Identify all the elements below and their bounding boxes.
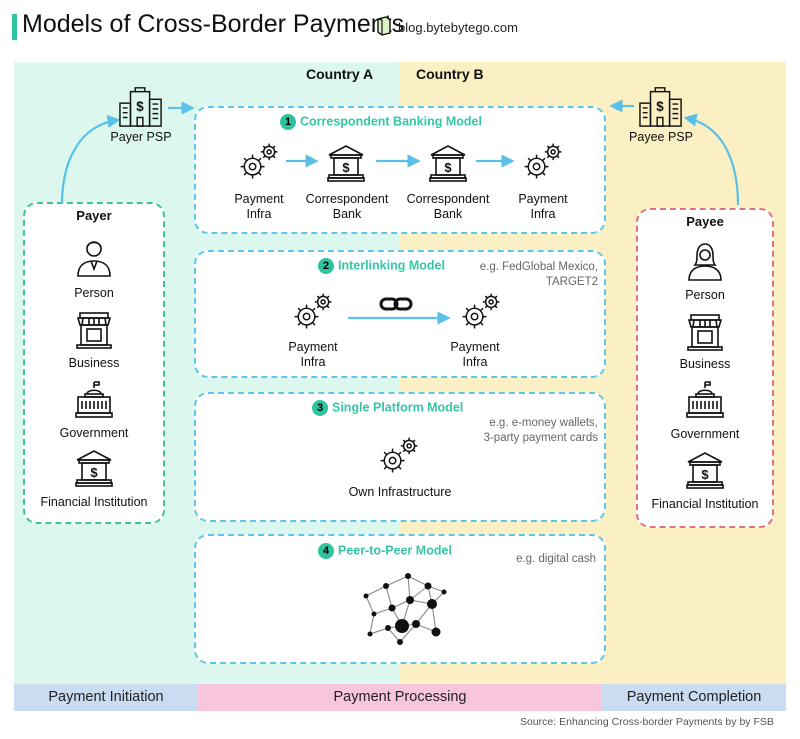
payer-business-label: Business (68, 356, 120, 370)
model-1-number: 1 (280, 114, 296, 130)
phase-processing: Payment Processing (198, 684, 602, 711)
model-3-node-label: Own Infrastructure (348, 485, 452, 499)
model-4-title: 4 Peer-to-Peer Model (318, 543, 452, 559)
payer-government-label: Government (59, 426, 129, 440)
payee-title: Payee (686, 214, 724, 229)
phase-completion: Payment Completion (602, 684, 786, 711)
model-2-title-text: Interlinking Model (338, 258, 445, 273)
model-2-panel (194, 250, 606, 378)
title-accent-bar (12, 14, 17, 40)
model-3-title-text: Single Platform Model (332, 400, 464, 415)
payee-psp-label: Payee PSP (629, 130, 693, 144)
source-credit: Source: Enhancing Cross-border Payments … (520, 716, 774, 728)
model-3-number: 3 (312, 400, 328, 416)
payer-title: Payer (76, 208, 112, 223)
country-b-label: Country B (416, 66, 484, 82)
page-title: Models of Cross-Border Payments (22, 10, 405, 38)
country-a-label: Country A (306, 66, 374, 82)
payer-psp-label: Payer PSP (110, 130, 172, 144)
model-4-title-text: Peer-to-Peer Model (338, 543, 452, 558)
gears-icon (376, 434, 422, 478)
phase-initiation: Payment Initiation (14, 684, 198, 711)
blog-url: blog.bytebytego.com (398, 20, 518, 35)
model-3-title: 3 Single Platform Model (312, 400, 463, 416)
model-4-number: 4 (318, 543, 334, 559)
network-icon (363, 573, 447, 645)
payee-government-label: Government (670, 427, 740, 441)
model-1-title: 1 Correspondent Banking Model (280, 114, 482, 130)
model-2-title: 2 Interlinking Model (318, 258, 445, 274)
model-3-note: e.g. e-money wallets,3-party payment car… (483, 417, 598, 444)
payee-financial-institution-label: Financial Institution (651, 497, 759, 511)
model-4-note: e.g. digital cash (516, 553, 596, 565)
payee-business-label: Business (679, 357, 731, 371)
model-1-title-text: Correspondent Banking Model (300, 114, 482, 129)
payer-financial-institution-label: Financial Institution (40, 495, 148, 509)
model-2-note: e.g. FedGlobal Mexico,TARGET2 (479, 261, 598, 288)
payer-person-label: Person (74, 286, 114, 300)
payee-person-label: Person (685, 288, 725, 302)
logo-icon (377, 16, 391, 36)
model-2-number: 2 (318, 258, 334, 274)
